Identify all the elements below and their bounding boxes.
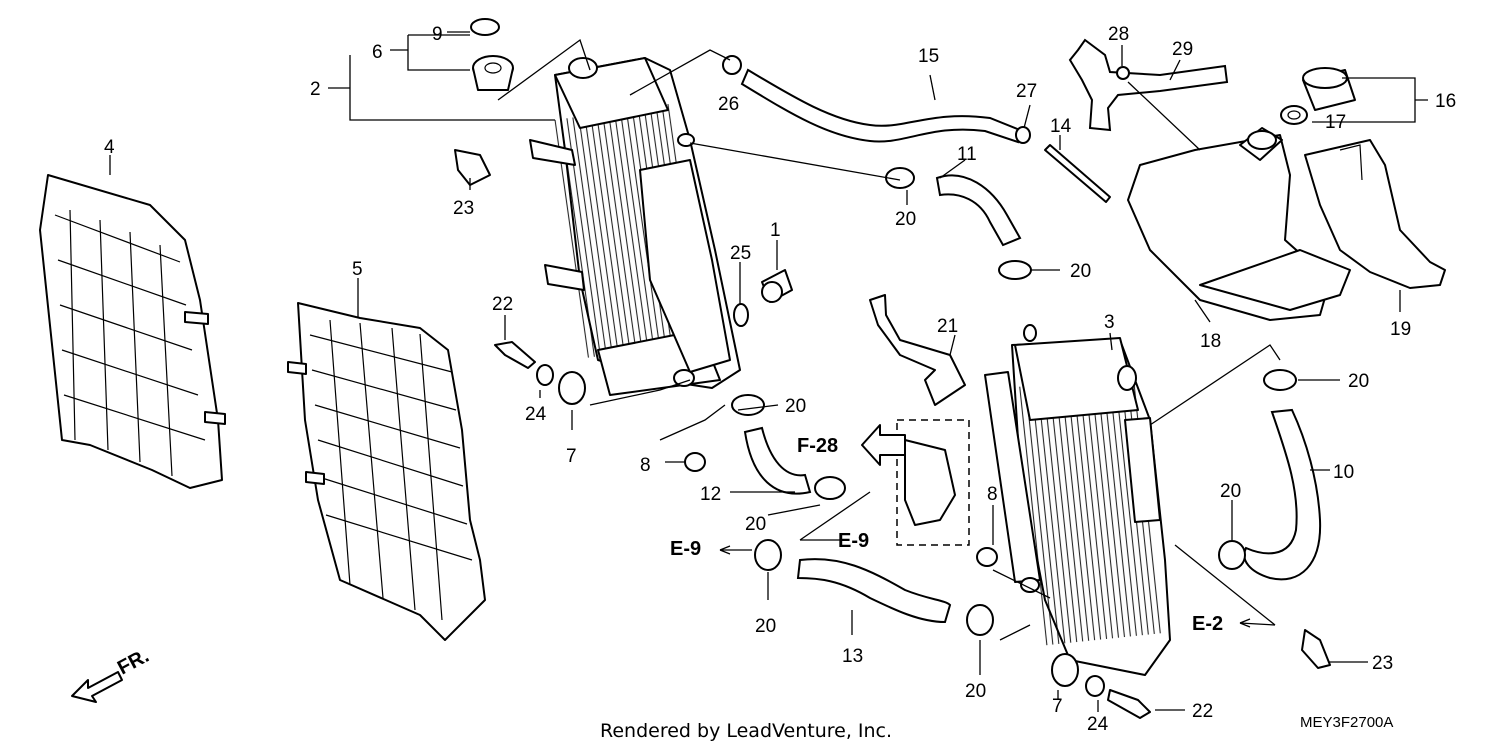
reference-e9-left: E-9 xyxy=(670,538,701,560)
radiator-cap xyxy=(470,18,514,91)
callout-5: 5 xyxy=(352,259,363,280)
callout-24-right: 24 xyxy=(1087,714,1109,735)
callout-20-b: 20 xyxy=(1070,261,1091,282)
radiator-left xyxy=(529,57,741,396)
footer-credit: Rendered by LeadVenture, Inc. xyxy=(600,720,892,742)
callout-27: 27 xyxy=(1016,81,1037,102)
hoses xyxy=(740,38,1322,624)
callout-4: 4 xyxy=(104,137,115,158)
callout-18: 18 xyxy=(1200,331,1221,352)
callout-8-left: 8 xyxy=(640,455,651,476)
callout-19: 19 xyxy=(1390,319,1411,340)
callout-6: 6 xyxy=(372,42,383,63)
callout-23-right: 23 xyxy=(1372,653,1393,674)
callout-11: 11 xyxy=(957,144,977,165)
leader-lines xyxy=(109,31,1428,712)
callout-20-f: 20 xyxy=(965,681,986,702)
callout-26: 26 xyxy=(718,94,739,115)
reserve-tank xyxy=(1127,67,1356,321)
callout-17: 17 xyxy=(1325,112,1346,133)
callout-28: 28 xyxy=(1108,24,1129,45)
callout-22-left: 22 xyxy=(492,294,513,315)
callout-20-g: 20 xyxy=(1348,371,1369,392)
callout-labels: 1 2 3 4 5 6 7 7 8 8 9 10 11 12 13 14 15 … xyxy=(104,24,1456,735)
callout-20-h: 20 xyxy=(1220,481,1241,502)
callout-14: 14 xyxy=(1050,116,1072,137)
callout-13: 13 xyxy=(842,646,863,667)
callout-8-right: 8 xyxy=(987,484,998,505)
callout-16: 16 xyxy=(1435,91,1456,112)
callout-20-a: 20 xyxy=(895,209,916,230)
callout-25: 25 xyxy=(730,243,751,264)
reference-f28: F-28 xyxy=(797,435,838,457)
callout-3: 3 xyxy=(1104,312,1115,333)
callout-9: 9 xyxy=(432,24,443,45)
callout-2: 2 xyxy=(310,79,321,100)
callout-23-left: 23 xyxy=(453,198,474,219)
callout-15: 15 xyxy=(918,46,939,67)
reference-arrows xyxy=(71,424,1251,703)
callout-20-d: 20 xyxy=(745,514,766,535)
radiator-shroud-right xyxy=(287,302,486,641)
callout-7-right: 7 xyxy=(1052,696,1063,717)
reference-labels: F-28 E-9 E-9 E-2 xyxy=(670,435,1223,635)
tank-cover xyxy=(1304,139,1446,289)
callout-10: 10 xyxy=(1333,462,1354,483)
callout-24-left: 24 xyxy=(525,404,547,425)
radiator-shroud-left xyxy=(39,174,226,489)
reference-e9-right: E-9 xyxy=(838,530,869,552)
callout-22-right: 22 xyxy=(1192,701,1213,722)
callout-29: 29 xyxy=(1172,39,1193,60)
callout-20-c: 20 xyxy=(785,396,806,417)
reference-e2: E-2 xyxy=(1192,613,1223,635)
callout-7-left: 7 xyxy=(566,446,577,467)
small-parts xyxy=(454,55,1331,719)
diagram-code: MEY3F2700A xyxy=(1300,714,1393,731)
radiator-right xyxy=(984,324,1171,676)
callout-12: 12 xyxy=(700,484,721,505)
callout-20-e: 20 xyxy=(755,616,776,637)
callout-1: 1 xyxy=(770,220,781,241)
callout-21: 21 xyxy=(937,316,958,337)
